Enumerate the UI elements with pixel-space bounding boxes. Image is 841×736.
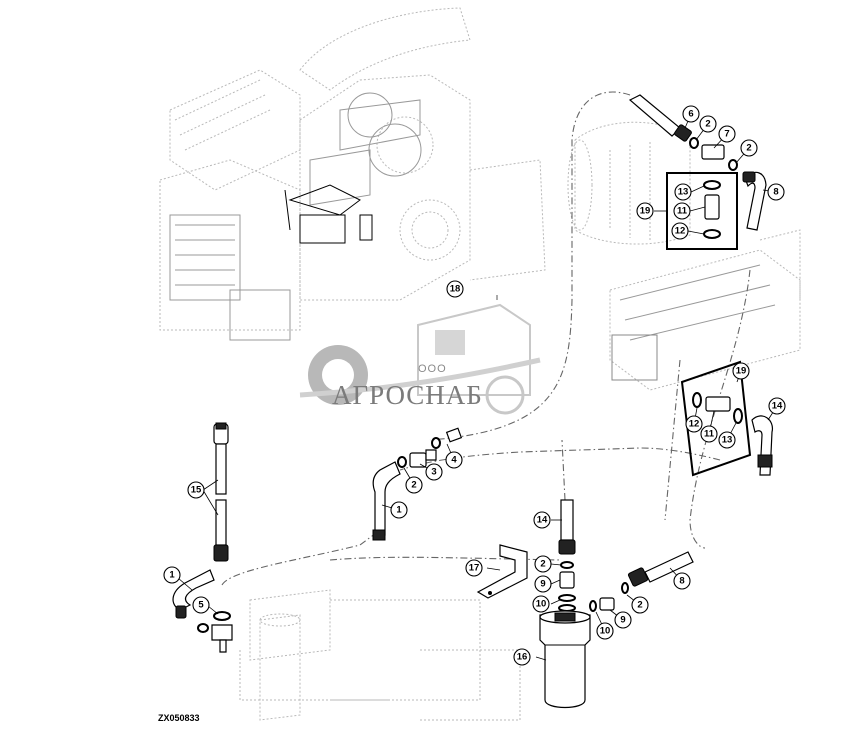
svg-text:10: 10 [600, 626, 611, 637]
svg-text:1: 1 [396, 505, 402, 516]
watermark-logo [299, 303, 541, 415]
svg-text:2: 2 [746, 143, 751, 154]
fitting-9-10-stack [558, 561, 576, 612]
svg-text:13: 13 [678, 187, 689, 198]
callout-11-top: 11 [673, 202, 691, 220]
svg-text:9: 9 [620, 615, 625, 626]
callout-14-bottom: 14 [533, 511, 551, 529]
callout-3: 3 [425, 463, 443, 481]
fitting-2-3-4-center [397, 427, 463, 468]
svg-text:8: 8 [679, 576, 684, 587]
elbow-hose-1-left [172, 569, 215, 619]
svg-text:8: 8 [773, 187, 778, 198]
svg-text:2: 2 [411, 480, 416, 491]
hose-14-bottom [558, 499, 576, 555]
svg-text:17: 17 [469, 563, 480, 574]
drawing-code: ZX050833 [158, 713, 200, 723]
callouts: 15 1 5 1 2 3 4 18 6 2 7 2 8 13 11 12 19 … [163, 105, 786, 666]
callout-15: 15 [187, 481, 205, 499]
hose-routing [221, 91, 751, 586]
callout-2-center: 2 [405, 476, 423, 494]
callout-13-top: 13 [674, 183, 692, 201]
fitting-10-9-2-bottom [589, 582, 629, 612]
svg-text:19: 19 [736, 366, 747, 377]
callout-9-bottom-b: 9 [614, 611, 632, 629]
callout-2-top-b: 2 [740, 139, 758, 157]
svg-text:15: 15 [191, 485, 202, 496]
svg-text:18: 18 [450, 284, 461, 295]
callout-13-middle: 13 [718, 431, 736, 449]
kit-19-middle [680, 360, 752, 477]
svg-text:2: 2 [637, 600, 642, 611]
callout-5: 5 [192, 596, 210, 614]
svg-text:6: 6 [688, 109, 693, 120]
bracket-17 [476, 544, 528, 599]
fitting-5 [197, 611, 233, 653]
elbow-hose-8-top [742, 171, 767, 231]
svg-text:10: 10 [536, 599, 547, 610]
elbow-hose-14-right [751, 415, 774, 476]
callout-7: 7 [718, 125, 736, 143]
svg-text:9: 9 [540, 579, 545, 590]
svg-text:16: 16 [517, 652, 528, 663]
callout-10-bottom-a: 10 [532, 595, 550, 613]
svg-text:14: 14 [537, 515, 548, 526]
callout-2-bottom-b: 2 [631, 596, 649, 614]
watermark-company: ООО [418, 363, 447, 375]
svg-text:12: 12 [689, 419, 700, 430]
callout-12-middle: 12 [685, 415, 703, 433]
hydraulic-block-outline [567, 121, 801, 391]
callout-16: 16 [513, 648, 531, 666]
elbow-hose-1-center [372, 461, 401, 541]
callout-4: 4 [445, 451, 463, 469]
callout-8-top: 8 [767, 183, 785, 201]
svg-text:11: 11 [704, 429, 715, 440]
hose-6 [628, 94, 692, 142]
callout-11-middle: 11 [700, 425, 718, 443]
callout-2-top-a: 2 [699, 115, 717, 133]
callout-17: 17 [465, 559, 483, 577]
callout-1-center: 1 [390, 501, 408, 519]
callout-2-bottom-a: 2 [534, 555, 552, 573]
callout-12-top: 12 [671, 222, 689, 240]
callout-8-bottom: 8 [673, 572, 691, 590]
callout-9-bottom-a: 9 [534, 575, 552, 593]
watermark-brand: АГРОСНАБ [332, 380, 483, 410]
svg-text:13: 13 [722, 435, 733, 446]
callout-19-middle: 19 [732, 362, 750, 380]
svg-text:1: 1 [169, 570, 175, 581]
svg-text:14: 14 [772, 401, 783, 412]
callout-6: 6 [682, 105, 700, 123]
svg-text:11: 11 [677, 206, 688, 217]
callout-19-top: 19 [636, 202, 654, 220]
svg-text:2: 2 [705, 119, 710, 130]
callout-1-left: 1 [163, 566, 181, 584]
callout-10-bottom-b: 10 [596, 622, 614, 640]
svg-text:3: 3 [431, 467, 436, 478]
frame-outline [239, 589, 521, 721]
svg-text:12: 12 [675, 226, 686, 237]
callout-14-right: 14 [768, 397, 786, 415]
tee-7 [689, 137, 738, 171]
hose-15 [213, 422, 229, 562]
svg-text:7: 7 [724, 129, 729, 140]
machine-outline [159, 7, 546, 341]
svg-text:4: 4 [451, 455, 457, 466]
filter-16 [539, 610, 591, 709]
svg-text:5: 5 [198, 600, 204, 611]
svg-text:2: 2 [540, 559, 545, 570]
callout-18: 18 [446, 280, 464, 298]
svg-text:19: 19 [640, 206, 651, 217]
hose-8-bottom [627, 551, 694, 587]
